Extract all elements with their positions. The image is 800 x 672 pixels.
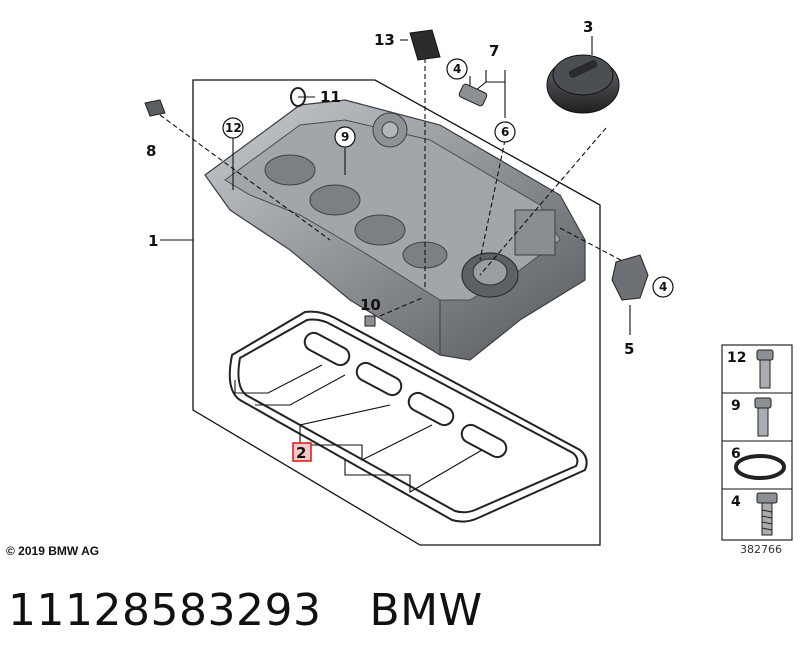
label-part-8: 8 [146,142,156,160]
assembly-outline [192,79,601,546]
label-part-11: 11 [320,88,341,106]
part-7-sensor [458,83,488,107]
svg-text:4: 4 [453,62,461,76]
circle-label-4-top: 4 [446,58,468,80]
label-part-7: 7 [489,42,499,60]
part-8-clip [144,99,166,117]
part-number-line: 11128583293 BMW [8,585,483,636]
label-part-13: 13 [374,31,395,49]
screw-4-icon [756,492,778,536]
legend-number-9: 9 [731,398,741,414]
circle-label-4-right: 4 [652,276,674,298]
circle-label-12: 12 [222,117,244,139]
gasket-leaders [234,364,483,493]
oring-6-icon [734,454,786,480]
part-10-clip [364,315,376,327]
label-part-5: 5 [624,340,634,358]
legend-number-4: 4 [731,494,741,510]
exploded-parts-diagram: 1 3 5 7 8 10 11 13 2 4 6 9 12 4 12 9 6 4 [6,18,793,558]
fastener-legend: 12 9 6 4 [721,344,793,541]
reference-number: 382766 [740,543,782,556]
legend-number-12: 12 [727,350,746,366]
svg-text:9: 9 [341,130,349,144]
leader-lines [159,36,631,335]
legend-number-6: 6 [731,446,741,462]
label-part-10: 10 [360,296,381,314]
brand-name: BMW [369,585,483,636]
svg-text:12: 12 [225,121,242,135]
part-11-oring [290,87,306,107]
label-part-2: 2 [296,444,306,462]
circle-label-9: 9 [334,126,356,148]
gasket [228,310,588,523]
circle-label-6: 6 [494,121,516,143]
svg-text:4: 4 [659,280,667,294]
valve-cover [204,99,586,361]
label-part-3: 3 [583,18,593,36]
bolt-12-icon [756,349,774,389]
part-number: 11128583293 [8,585,322,636]
bolt-9-icon [754,397,772,437]
label-part-1: 1 [148,232,158,250]
part-5-bracket [611,254,649,301]
svg-text:6: 6 [501,125,509,139]
part-3-oil-cap [546,54,620,114]
part-13-grommet [409,29,441,61]
copyright: © 2019 BMW AG [6,544,99,558]
highlight-box [292,442,312,462]
